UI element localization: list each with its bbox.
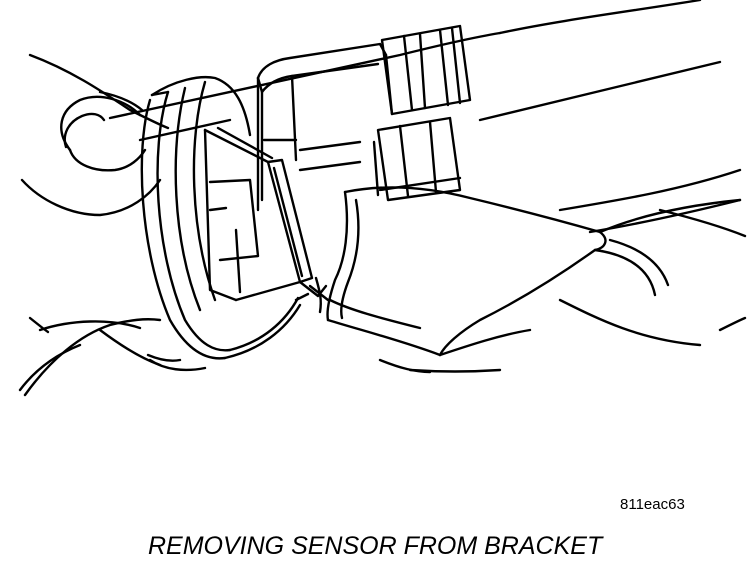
sensor-body: [308, 116, 607, 357]
right-hand: [378, 198, 747, 374]
sensor-head: [203, 126, 328, 302]
left-hand-upper: [20, 53, 170, 217]
mounting-bracket: [256, 24, 472, 212]
figure-caption: REMOVING SENSOR FROM BRACKET: [148, 532, 603, 560]
left-hand-lower: [23, 316, 182, 397]
sensor-housing-ring: [140, 76, 302, 360]
figure-id: 811eac63: [620, 496, 685, 513]
left-hand-fingers: [18, 328, 207, 392]
upper-hose: [108, 0, 742, 234]
sensor-removal-illustration: [18, 0, 747, 397]
